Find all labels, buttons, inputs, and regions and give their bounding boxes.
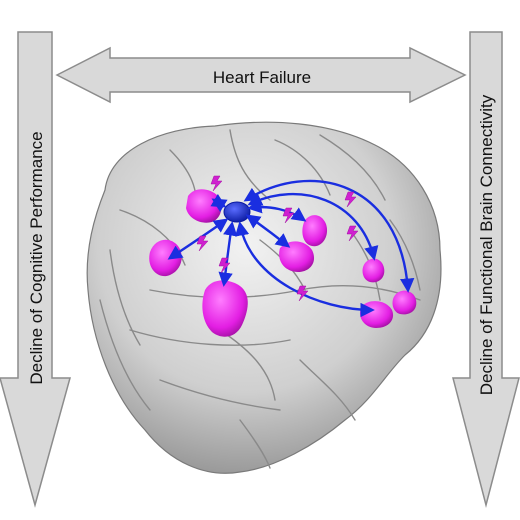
brain-illustration xyxy=(86,121,442,474)
region-right-posterior xyxy=(392,290,417,315)
lightning-bolt-icon xyxy=(282,207,295,224)
connectivity-decline-arrow xyxy=(452,31,520,508)
connection-hub-right-inferior xyxy=(234,221,375,318)
connection-hub-superior-left xyxy=(210,193,228,213)
lightning-bolt-icon xyxy=(196,235,209,252)
network-hub xyxy=(223,201,251,223)
lightning-bolts xyxy=(196,175,359,302)
brain-hemisphere xyxy=(86,121,442,474)
lightning-bolt-icon xyxy=(296,285,309,302)
connectivity-arrows xyxy=(167,179,415,318)
lightning-bolt-icon xyxy=(344,191,357,208)
connection-hub-right-posterior xyxy=(243,179,415,293)
heart-failure-arrow xyxy=(55,46,467,104)
connectivity-decline-label: Decline of Functional Brain Connectivity xyxy=(477,94,496,395)
lightning-bolt-icon xyxy=(210,175,223,192)
heart-failure-label: Heart Failure xyxy=(213,68,311,87)
cognitive-decline-label: Decline of Cognitive Performance xyxy=(27,131,46,384)
lightning-bolt-icon xyxy=(346,225,359,242)
cognitive-decline-arrow xyxy=(0,31,71,508)
lightning-bolt-icon xyxy=(218,257,231,274)
